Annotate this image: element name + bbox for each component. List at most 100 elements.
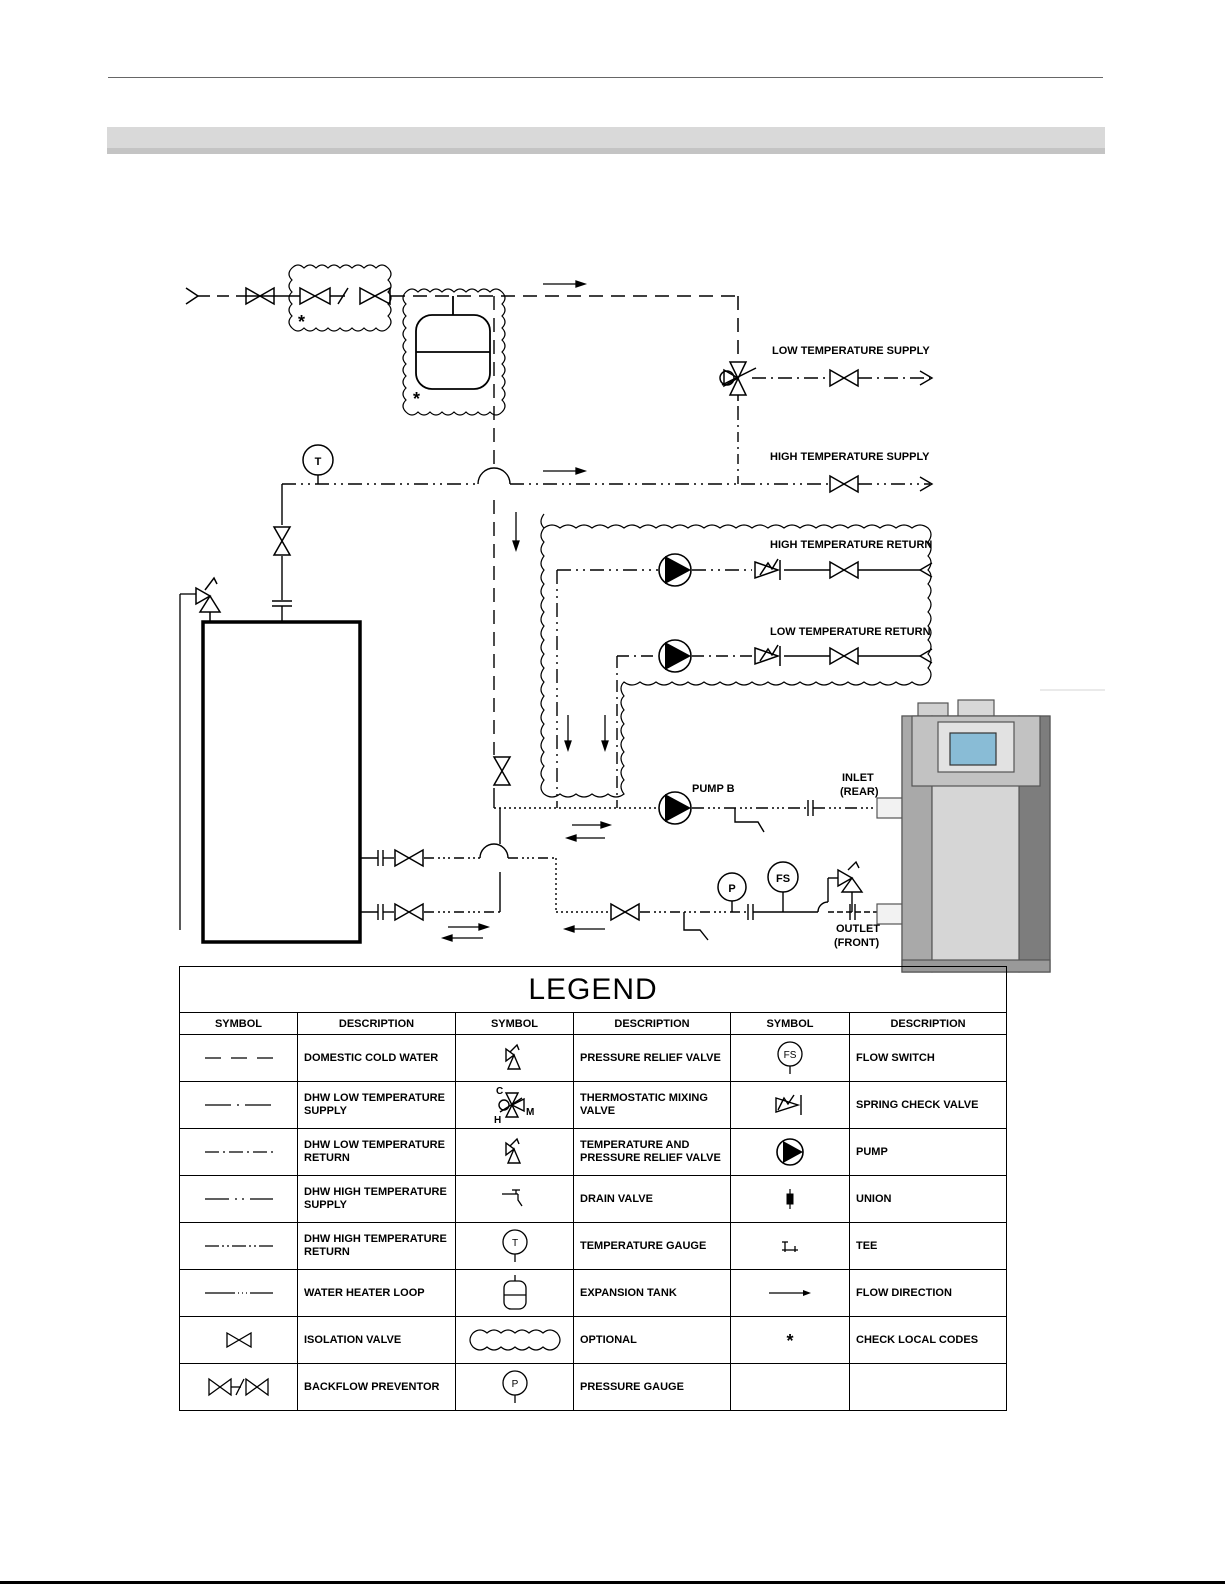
- dhw-low-temp-supply-line-symbol: [179, 1081, 298, 1129]
- pump-low-return: [658, 639, 692, 673]
- pressure-gauge-icon: P: [455, 1363, 574, 1411]
- flow-direction-arrows: [440, 280, 613, 942]
- label-inlet: INLET: [842, 772, 874, 784]
- pressure-gauge: P: [717, 872, 747, 912]
- legend-header-description: DESCRIPTION: [848, 1012, 1008, 1035]
- label-low-temp-supply: LOW TEMPERATURE SUPPLY: [772, 345, 930, 357]
- outlet-relief-assembly: [817, 860, 877, 920]
- label-high-temp-return: HIGH TEMPERATURE RETURN: [770, 539, 932, 551]
- isolation-valve-high-supply: [829, 475, 859, 493]
- low-temp-supply-line: [752, 370, 934, 386]
- legend-description: DRAIN VALVE: [573, 1175, 731, 1223]
- legend-description: UNION: [848, 1175, 1008, 1223]
- expansion-tank-icon: [455, 1269, 574, 1317]
- isolation-valve-low-return: [829, 647, 859, 665]
- piping-diagram: * * LOW TEMPERATURE SUPPLY: [179, 264, 1105, 973]
- spring-check-valve-icon: [730, 1081, 850, 1129]
- section-header-bar: [107, 127, 1105, 154]
- legend-description: TEMPERATURE AND PRESSURE RELIEF VALVE: [573, 1128, 731, 1176]
- domestic-cold-water-line-symbol: [179, 1034, 298, 1082]
- backflow-preventor-icon: [179, 1363, 298, 1411]
- asterisk-expansion-tank: *: [413, 389, 420, 409]
- legend-description: DHW HIGH TEMPERATURE RETURN: [297, 1222, 456, 1270]
- water-heater-tank: [179, 593, 362, 944]
- isolation-valve-icon: [179, 1316, 298, 1364]
- isolation-valve-tank-supply: [394, 849, 424, 867]
- flow-direction-arrow-icon: [730, 1269, 850, 1317]
- svg-text:FS: FS: [784, 1050, 797, 1061]
- spring-check-valve-high-return: [754, 558, 781, 580]
- legend-header-description: DESCRIPTION: [573, 1012, 731, 1035]
- svg-text:P: P: [728, 883, 735, 895]
- legend-description: SPRING CHECK VALVE: [848, 1081, 1008, 1129]
- legend-row: DHW HIGH TEMPERATURE RETURN T TEMPERATUR…: [179, 1222, 1008, 1270]
- flow-switch-icon: FS: [730, 1034, 850, 1082]
- pump-high-return: [658, 553, 692, 587]
- label-pump-b: PUMP B: [692, 783, 735, 795]
- water-heater-loop-inlet-line: [494, 800, 877, 833]
- label-high-temp-supply: HIGH TEMPERATURE SUPPLY: [770, 451, 930, 463]
- legend-header-symbol: SYMBOL: [455, 1012, 574, 1035]
- legend-description: CHECK LOCAL CODES: [848, 1316, 1008, 1364]
- low-temp-return-line: [616, 648, 933, 808]
- drain-valve-icon: [455, 1175, 574, 1223]
- pump-icon: [730, 1128, 850, 1176]
- legend-description: BACKFLOW PREVENTOR: [297, 1363, 456, 1411]
- isolation-valve-low-supply: [829, 369, 859, 387]
- temperature-gauge: T: [302, 444, 334, 484]
- legend-description: PRESSURE RELIEF VALVE: [573, 1034, 731, 1082]
- legend-description: FLOW DIRECTION: [848, 1269, 1008, 1317]
- legend-description: EXPANSION TANK: [573, 1269, 731, 1317]
- thermostatic-mixing-valve: [719, 361, 757, 410]
- legend-row: BACKFLOW PREVENTOR P PRESSURE GAUGE: [179, 1363, 1008, 1411]
- isolation-valve-outlet-line: [610, 903, 640, 921]
- spring-check-valve-low-return: [754, 644, 781, 666]
- legend-description: OPTIONAL: [573, 1316, 731, 1364]
- footer-rule: [0, 1581, 1225, 1584]
- svg-text:FS: FS: [776, 873, 790, 885]
- optional-cloud-expansion-tank: [402, 288, 506, 416]
- backflow-preventor: [299, 286, 391, 306]
- isolation-valve-high-return: [829, 561, 859, 579]
- isolation-valve-tank-return: [394, 903, 424, 921]
- dhw-high-temp-return-line-symbol: [179, 1222, 298, 1270]
- legend-title: LEGEND: [178, 966, 1008, 1013]
- high-temp-supply-line: [272, 410, 934, 622]
- legend-row: WATER HEATER LOOP EXPANSION TANK FLOW DI…: [179, 1269, 1008, 1317]
- asterisk-backflow: *: [298, 312, 305, 332]
- dhw-low-temp-return-line-symbol: [179, 1128, 298, 1176]
- flow-switch: FS: [767, 861, 799, 912]
- high-temp-return-line: [556, 562, 933, 808]
- union-icon: [730, 1175, 850, 1223]
- legend-row: DHW LOW TEMPERATURE RETURN TEMPERATURE A…: [179, 1128, 1008, 1176]
- temp-pressure-relief-valve: [195, 576, 222, 622]
- tank-supply-connection: [360, 843, 818, 941]
- expansion-tank: [415, 296, 491, 390]
- label-inlet-rear: (REAR): [840, 786, 879, 798]
- cold-water-inlet-line: [185, 287, 739, 362]
- boiler-unit: [876, 689, 1105, 973]
- legend-description: WATER HEATER LOOP: [297, 1269, 456, 1317]
- legend-header-symbol: SYMBOL: [730, 1012, 850, 1035]
- tank-return-connection: [360, 808, 501, 920]
- svg-text:C: C: [496, 1086, 503, 1097]
- optional-cloud-returns: [540, 513, 932, 798]
- legend-row: DHW HIGH TEMPERATURE SUPPLY DRAIN VALVE …: [179, 1175, 1008, 1223]
- label-outlet: OUTLET: [836, 923, 880, 935]
- tee-icon: [730, 1222, 850, 1270]
- svg-text:P: P: [511, 1379, 518, 1390]
- empty-cell: [730, 1363, 850, 1411]
- legend-table: LEGEND SYMBOL DESCRIPTION SYMBOL DESCRIP…: [178, 966, 1008, 1411]
- dhw-high-temp-supply-line-symbol: [179, 1175, 298, 1223]
- legend-description: DOMESTIC COLD WATER: [297, 1034, 456, 1082]
- legend-row: DOMESTIC COLD WATER PRESSURE RELIEF VALV…: [179, 1034, 1008, 1082]
- legend-description: FLOW SWITCH: [848, 1034, 1008, 1082]
- legend-description: DHW HIGH TEMPERATURE SUPPLY: [297, 1175, 456, 1223]
- legend-row: ISOLATION VALVE OPTIONAL * CHECK LOCAL C…: [179, 1316, 1008, 1364]
- legend-header-description: DESCRIPTION: [297, 1012, 456, 1035]
- legend-description: [848, 1363, 1008, 1411]
- legend-description: PUMP: [848, 1128, 1008, 1176]
- legend-description: ISOLATION VALVE: [297, 1316, 456, 1364]
